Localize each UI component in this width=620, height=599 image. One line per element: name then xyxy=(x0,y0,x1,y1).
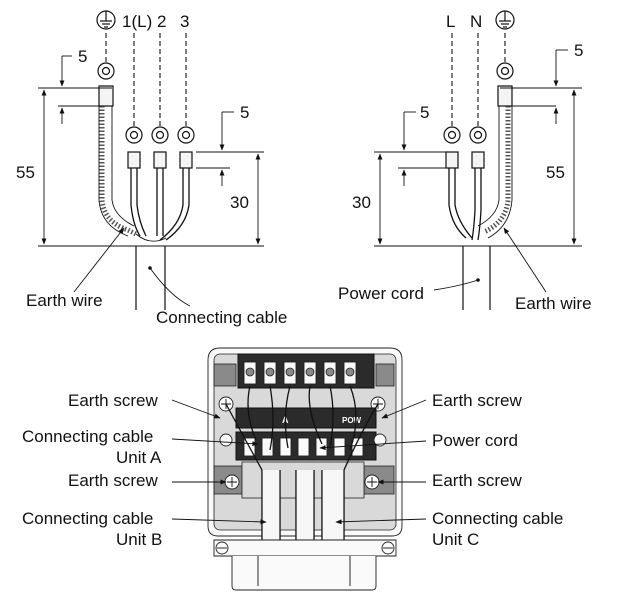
dim-55-right: 55 xyxy=(546,163,565,182)
terminal-label-1L: 1(L) xyxy=(122,12,152,31)
terminal-board-diagram: A POW Earth screw Conn xyxy=(22,347,563,591)
dim-5-top-right: 5 xyxy=(574,41,583,60)
earth-symbol-icon xyxy=(96,10,116,30)
label-connecting-cable-b-1: Connecting cable xyxy=(22,509,153,528)
label-earth-screw-bottom-left: Earth screw xyxy=(68,471,158,490)
terminal-label-2: 2 xyxy=(157,12,166,31)
label-connecting-cable-left: Connecting cable xyxy=(156,308,287,327)
earth-symbol-icon xyxy=(495,10,515,30)
label-power-cord: Power cord xyxy=(338,284,424,303)
label-connecting-cable-c-2: Unit C xyxy=(432,530,479,549)
dim-5-mid-left: 5 xyxy=(240,103,249,122)
dim-5-top-left: 5 xyxy=(78,47,87,66)
label-power-cord-unit: Power cord xyxy=(432,431,518,450)
dim-30-right: 30 xyxy=(352,193,371,212)
terminal-label-L: L xyxy=(446,12,455,31)
dim-55-left: 55 xyxy=(16,163,35,182)
terminal-label-3: 3 xyxy=(180,12,189,31)
label-connecting-cable-a-2: Unit A xyxy=(116,448,162,467)
label-earth-wire-left: Earth wire xyxy=(26,291,103,310)
right-cable-diagram: L N 55 xyxy=(338,10,592,313)
label-earth-wire-right: Earth wire xyxy=(515,294,592,313)
label-earth-screw-bottom-right: Earth screw xyxy=(432,471,522,490)
label-earth-screw-top-left: Earth screw xyxy=(68,391,158,410)
label-connecting-cable-a-1: Connecting cable xyxy=(22,427,153,446)
label-earth-screw-top-right: Earth screw xyxy=(432,391,522,410)
label-connecting-cable-b-2: Unit B xyxy=(116,530,162,549)
dim-5-mid-right: 5 xyxy=(420,103,429,122)
board-mark-POW: POW xyxy=(342,416,362,425)
dim-30-left: 30 xyxy=(230,193,249,212)
terminal-label-N: N xyxy=(470,12,482,31)
label-connecting-cable-c-1: Connecting cable xyxy=(432,509,563,528)
left-cable-diagram: 1(L) 2 3 55 xyxy=(16,10,287,327)
